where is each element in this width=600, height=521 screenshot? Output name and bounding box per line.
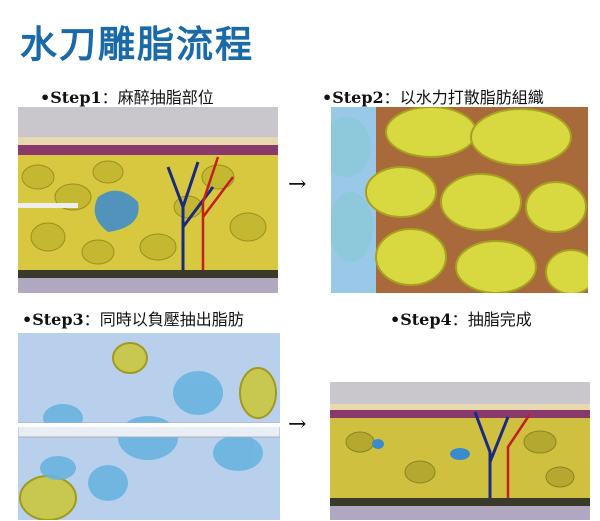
step4-number: •Step4 [390, 310, 452, 329]
step2-text: 以水力打散脂肪組織 [399, 88, 544, 107]
page-title: 水刀雕脂流程 [20, 22, 254, 66]
step3-illustration [18, 333, 280, 520]
step1-sep: ： [101, 88, 118, 107]
step3-sep: ： [83, 310, 100, 329]
step2-number: •Step2 [322, 88, 384, 107]
step1-illustration [18, 107, 278, 293]
step1-number: •Step1 [40, 88, 102, 107]
step3-number: •Step3 [22, 310, 84, 329]
step4-label: •Step4：抽脂完成 [390, 306, 532, 330]
step2-label: •Step2：以水力打散脂肪組織 [322, 84, 544, 108]
step1-text: 麻醉抽脂部位 [117, 88, 214, 107]
step3-text: 同時以負壓抽出脂肪 [99, 310, 244, 329]
step4-text: 抽脂完成 [467, 310, 532, 329]
arrow-step1-to-step2: → [288, 172, 307, 197]
step1-label: •Step1：麻醉抽脂部位 [40, 84, 214, 108]
step3-label: •Step3：同時以負壓抽出脂肪 [22, 306, 244, 330]
arrow-step3-to-step4: → [288, 412, 307, 437]
step4-illustration [330, 382, 590, 520]
step2-illustration [331, 107, 588, 293]
step4-sep: ： [451, 310, 468, 329]
step2-sep: ： [383, 88, 400, 107]
